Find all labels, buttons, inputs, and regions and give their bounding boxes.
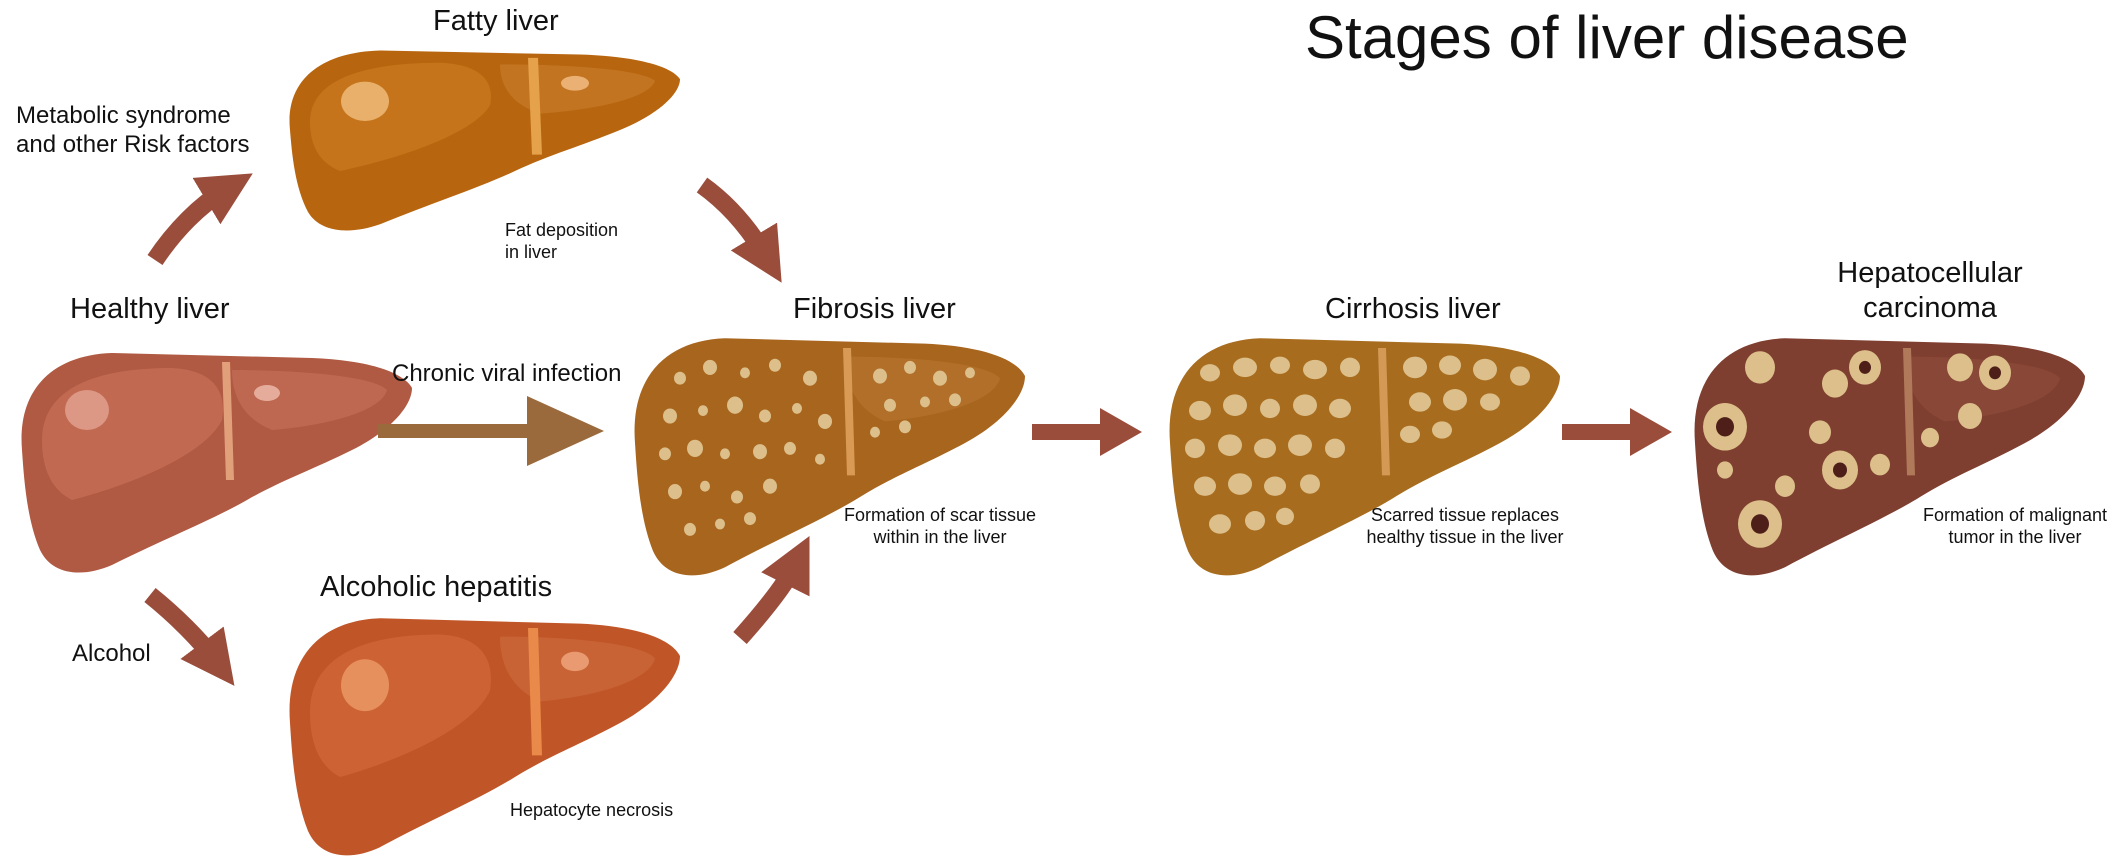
note-fat-line1: Fat deposition (505, 220, 618, 242)
stage-label-healthy: Healthy liver (70, 292, 230, 327)
diagram-title: Stages of liver disease (1305, 2, 1909, 74)
note-fat-line2: in liver (505, 242, 618, 264)
stage-label-alcoholic: Alcoholic hepatitis (320, 570, 552, 605)
stage-label-hcc: Hepatocellular carcinoma (1792, 256, 2068, 326)
factor-alcohol: Alcohol (72, 640, 151, 669)
note-hepatocyte-necrosis: Hepatocyte necrosis (510, 800, 673, 822)
stage-label-fibrosis: Fibrosis liver (793, 292, 956, 327)
factor-metabolic-line1: Metabolic syndrome (16, 102, 249, 131)
stage-label-hcc-line2: carcinoma (1792, 291, 2068, 326)
note-scar-line2: within in the liver (830, 527, 1050, 549)
arrow-cirrhosis-to-hcc (1562, 408, 1672, 456)
arrow-viral-healthy-to-fibrosis (378, 396, 604, 466)
arrow-fibrosis-to-cirrhosis (1032, 408, 1142, 456)
factor-metabolic-line2: and other Risk factors (16, 131, 249, 160)
stage-label-hcc-line1: Hepatocellular (1792, 256, 2068, 291)
note-scarred-tissue: Scarred tissue replaces healthy tissue i… (1355, 505, 1575, 548)
note-tumor-line2: tumor in the liver (1905, 527, 2124, 549)
arrow-healthy-to-alcoholic (150, 595, 215, 660)
note-scarred-line1: Scarred tissue replaces (1355, 505, 1575, 527)
healthy-liver (22, 353, 412, 573)
arrow-healthy-to-fatty (155, 190, 225, 260)
arrow-alcoholic-to-fibrosis (740, 565, 795, 638)
arrow-fatty-to-fibrosis (702, 185, 765, 255)
note-tumor-line1: Formation of malignant (1905, 505, 2124, 527)
note-scar-line1: Formation of scar tissue (830, 505, 1050, 527)
note-fat-deposition: Fat deposition in liver (505, 220, 618, 263)
note-malignant-tumor: Formation of malignant tumor in the live… (1905, 505, 2124, 548)
note-scar-formation: Formation of scar tissue within in the l… (830, 505, 1050, 548)
factor-metabolic: Metabolic syndrome and other Risk factor… (16, 102, 249, 160)
stage-label-fatty: Fatty liver (433, 4, 559, 39)
fatty-liver (290, 50, 680, 230)
factor-viral: Chronic viral infection (392, 360, 621, 389)
note-scarred-line2: healthy tissue in the liver (1355, 527, 1575, 549)
stage-label-cirrhosis: Cirrhosis liver (1325, 292, 1501, 327)
